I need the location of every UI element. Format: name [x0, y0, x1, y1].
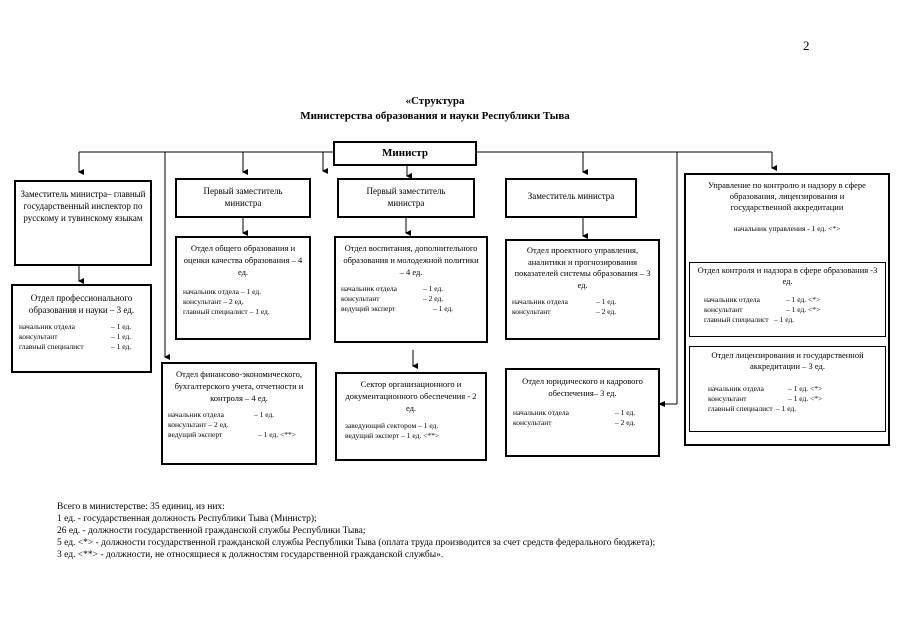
dept-finance-name: Отдел финансово-экономического, бухгалте… — [174, 369, 304, 403]
dept-finance-position: ведущий эксперт– 1 ед. <**> — [168, 430, 297, 439]
minister-box: Министр — [333, 141, 477, 166]
dept-general-position: главный специалист – 1 ед. — [183, 307, 270, 316]
dept-project-position: консультант– 2 ед. — [512, 307, 617, 316]
first-deputy-2-label: Первый заместитель министра — [366, 186, 446, 208]
deputy-language-box: Заместитель министра– главный государств… — [14, 180, 152, 266]
dept-legal-box: Отдел юридического и кадрового обеспечен… — [505, 368, 660, 457]
title-line-1: «Структура — [405, 95, 465, 107]
dept-control-name: Отдел контроля и надзора в сфере образов… — [697, 265, 878, 286]
control-admin-name: Управление по контролю и надзору в сфере… — [708, 180, 866, 212]
note-line: 5 ед. <*> - должности государственной гр… — [57, 538, 656, 548]
note-line: 3 ед. <**> - должности, не относящиеся к… — [57, 550, 444, 560]
sector-docs-position: ведущий эксперт – 1 ед. <**> — [345, 431, 440, 440]
dept-general-name: Отдел общего образования и оценки качест… — [183, 243, 303, 277]
sector-docs-box: Сектор организационного и документационн… — [335, 372, 487, 461]
dept-legal-position: начальник отдела– 1 ед. — [513, 408, 636, 417]
dept-legal-position: консультант– 2 ед. — [513, 418, 636, 427]
dept-project-box: Отдел проектного управления, аналитики и… — [505, 239, 660, 340]
dept-project-position: начальник отдела– 1 ед. — [512, 297, 617, 306]
dept-upbringing-position: ведущий эксперт– 1 ед. — [341, 304, 454, 313]
dept-upbringing-name: Отдел воспитания, дополнительного образо… — [343, 243, 479, 277]
dept-prof-position: консультант– 1 ед. — [19, 332, 132, 341]
note-line: 1 ед. - государственная должность Респуб… — [57, 514, 317, 524]
deputy-language-label: Заместитель министра– главный государств… — [20, 189, 146, 223]
title-line-2: Министерства образования и науки Республ… — [300, 110, 570, 122]
dept-license-position: консультант– 1 ед. <*> — [708, 394, 823, 403]
dept-upbringing-position: начальник отдела– 1 ед. — [341, 284, 444, 293]
dept-legal-name: Отдел юридического и кадрового обеспечен… — [522, 376, 643, 398]
dept-upbringing-box: Отдел воспитания, дополнительного образо… — [334, 236, 488, 343]
dept-license-position: начальник отдела– 1 ед. <*> — [708, 384, 823, 393]
dept-general-position: начальник отдела – 1 ед. — [183, 287, 262, 296]
page-number: 2 — [803, 38, 810, 53]
dept-upbringing-position: консультант– 2 ед. — [341, 294, 444, 303]
dept-prof-position: начальник отдела– 1 ед. — [19, 322, 132, 331]
deputy-2-label: Заместитель министра — [527, 191, 615, 201]
first-deputy-2-box: Первый заместитель министра — [337, 178, 475, 218]
dept-license-position: главный специалист– 1 ед. — [708, 404, 797, 413]
dept-control-position: начальник отдела– 1 ед. <*> — [704, 295, 821, 304]
dept-prof-position: главный специалист– 1 ед. — [19, 342, 132, 351]
dept-general-box: Отдел общего образования и оценки качест… — [175, 236, 311, 340]
dept-control-position: главный специалист– 1 ед. — [704, 315, 795, 324]
first-deputy-1-label: Первый заместитель министра — [203, 186, 283, 208]
dept-finance-box: Отдел финансово-экономического, бухгалте… — [161, 362, 317, 465]
staff-notes: Всего в министерстве: 35 единиц, из них:… — [57, 501, 655, 561]
dept-control-position: консультант– 1 ед. <*> — [704, 305, 821, 314]
dept-prof-name: Отдел профессионального образования и на… — [28, 293, 135, 315]
first-deputy-1-box: Первый заместитель министра — [175, 178, 311, 218]
sector-docs-position: заведующий сектором – 1 ед. — [345, 421, 439, 430]
sector-docs-name: Сектор организационного и документационн… — [345, 379, 477, 413]
control-admin-head: начальник управления - 1 ед. <*> — [733, 224, 841, 233]
dept-control-box: Отдел контроля и надзора в сфере образов… — [689, 262, 886, 337]
minister-label: Министр — [382, 147, 428, 159]
dept-general-position: консультант – 2 ед. — [183, 297, 244, 306]
deputy-2-box: Заместитель министра — [505, 178, 637, 218]
dept-prof-box: Отдел профессионального образования и на… — [11, 284, 152, 373]
dept-license-box: Отдел лицензирования и государственной а… — [689, 346, 886, 432]
note-line: 26 ед. - должности государственной гражд… — [57, 526, 366, 536]
dept-finance-position: консультант – 2 ед. — [168, 420, 229, 429]
dept-project-name: Отдел проектного управления, аналитики и… — [514, 245, 651, 290]
note-line: Всего в министерстве: 35 единиц, из них: — [57, 502, 225, 512]
dept-finance-position: начальник отдела– 1 ед. — [168, 410, 275, 419]
dept-license-name: Отдел лицензирования и государственной а… — [711, 350, 864, 371]
